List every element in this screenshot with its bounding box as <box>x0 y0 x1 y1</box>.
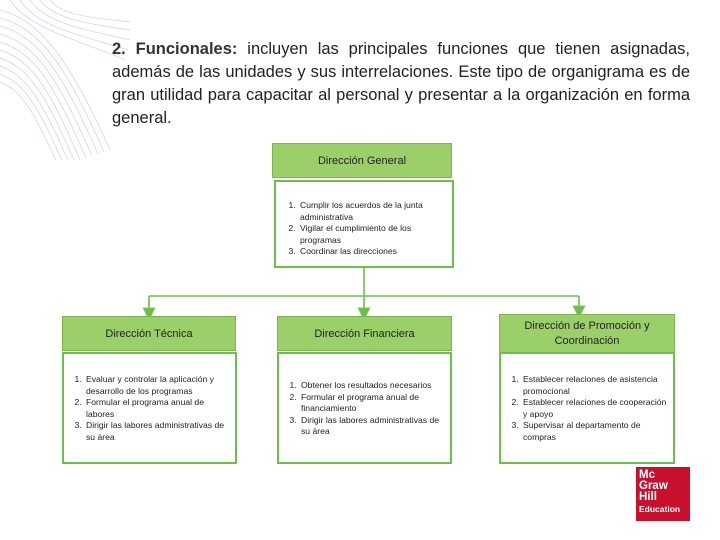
intro-lead: 2. Funcionales: <box>112 40 238 58</box>
technical-direction-header: Dirección Técnica <box>62 316 236 351</box>
technical-direction-title: Dirección Técnica <box>105 327 193 340</box>
logo-line-1: Mc <box>639 469 655 481</box>
promotion-direction-list: Establecer relaciones de asistencia prom… <box>503 374 667 443</box>
general-direction-header: Dirección General <box>272 143 452 178</box>
list-item: Vigilar el cumplimiento de los programas <box>298 223 446 246</box>
list-item: Cumplir los acuerdos de la junta adminis… <box>298 200 446 223</box>
list-item: Dirigir las labores administrativas de s… <box>299 415 444 438</box>
technical-direction-functions: Evaluar y controlar la aplicación y desa… <box>62 352 237 464</box>
logo-line-4: Education <box>639 504 681 514</box>
list-item: Establecer relaciones de asistencia prom… <box>521 374 667 397</box>
technical-direction-list: Evaluar y controlar la aplicación y desa… <box>66 374 229 443</box>
list-item: Coordinar las direcciones <box>298 246 446 258</box>
logo-line-3: Hill <box>639 491 657 503</box>
list-item: Obtener los resultados necesarios <box>299 380 444 392</box>
financial-direction-title: Dirección Financiera <box>314 327 415 340</box>
financial-direction-list: Obtener los resultados necesarios Formul… <box>281 380 444 438</box>
general-direction-list: Cumplir los acuerdos de la junta adminis… <box>280 200 446 258</box>
general-direction-title: Dirección General <box>317 154 407 167</box>
list-item: Dirigir las labores administrativas de s… <box>84 420 229 443</box>
list-item: Establecer relaciones de cooperación y a… <box>521 397 667 420</box>
promotion-direction-functions: Establecer relaciones de asistencia prom… <box>499 352 675 464</box>
general-direction-functions: Cumplir los acuerdos de la junta adminis… <box>274 180 454 268</box>
decorative-wave-lines <box>0 0 130 160</box>
promotion-direction-title: Dirección de Promoción y Coordinación <box>524 319 650 347</box>
financial-direction-header: Dirección Financiera <box>277 316 452 351</box>
logo-line-2: Graw <box>639 480 668 492</box>
financial-direction-functions: Obtener los resultados necesarios Formul… <box>277 352 452 464</box>
intro-body: incluyen las principales funciones que t… <box>112 40 690 127</box>
list-item: Supervisar al departamento de compras <box>521 420 667 443</box>
list-item: Formular el programa anual de financiami… <box>299 392 444 415</box>
promotion-direction-header: Dirección de Promoción y Coordinación <box>499 314 675 353</box>
intro-paragraph: 2. Funcionales: incluyen las principales… <box>112 38 690 130</box>
mcgraw-hill-logo: Mc Graw Hill Education <box>636 467 690 521</box>
list-item: Formular el programa anual de labores <box>84 397 229 420</box>
list-item: Evaluar y controlar la aplicación y desa… <box>84 374 229 397</box>
